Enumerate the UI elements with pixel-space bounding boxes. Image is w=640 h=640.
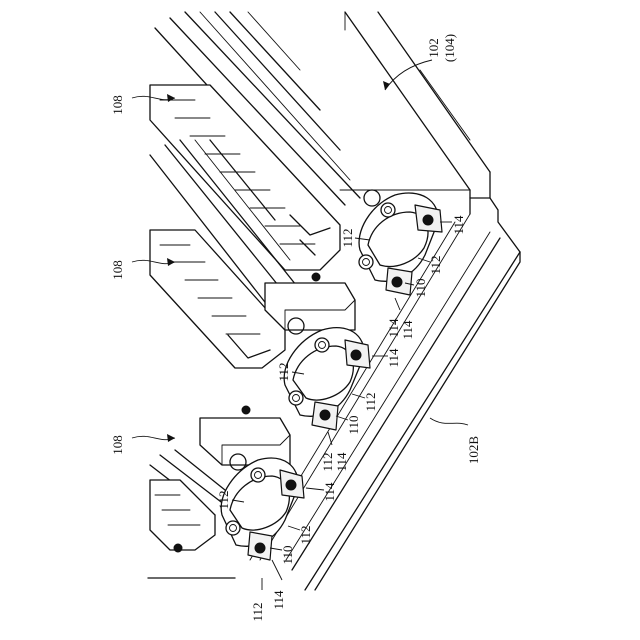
label-110: 110	[413, 278, 428, 297]
label-112: 112	[216, 490, 231, 509]
label-114: 114	[386, 348, 401, 368]
label-104: (104)	[442, 34, 457, 62]
label-112-bottom: 112	[250, 602, 265, 621]
label-112: 114	[386, 318, 401, 338]
label-114: 114	[334, 452, 349, 472]
label-114-bottom: 114	[271, 590, 286, 610]
label-102: 102	[426, 38, 441, 58]
label-114: 114	[451, 215, 466, 235]
label-110: 110	[280, 545, 295, 564]
label-112: 112	[320, 452, 335, 471]
label-114: 114	[400, 320, 415, 340]
label-112: 112	[276, 362, 291, 381]
label-108-middle: 108	[110, 260, 125, 280]
labels-bottom: 112 114	[250, 560, 286, 622]
leader-102	[385, 60, 432, 90]
label-110: 110	[346, 415, 361, 434]
label-112: 112	[363, 392, 378, 411]
clamp-assembly-3	[221, 458, 304, 560]
label-112: 112	[428, 255, 443, 274]
label-108-bottom: 108	[110, 435, 125, 455]
label-114: 114	[322, 482, 337, 502]
label-112: 112	[340, 228, 355, 247]
label-102B: 102B	[466, 436, 481, 465]
clamp-assembly-2	[284, 328, 370, 430]
leader-102B	[430, 418, 468, 425]
label-112: 112	[298, 525, 313, 544]
clamp-assembly-1	[359, 193, 442, 295]
label-panel-edge: 102B	[430, 418, 481, 464]
label-108-top: 108	[110, 95, 125, 115]
